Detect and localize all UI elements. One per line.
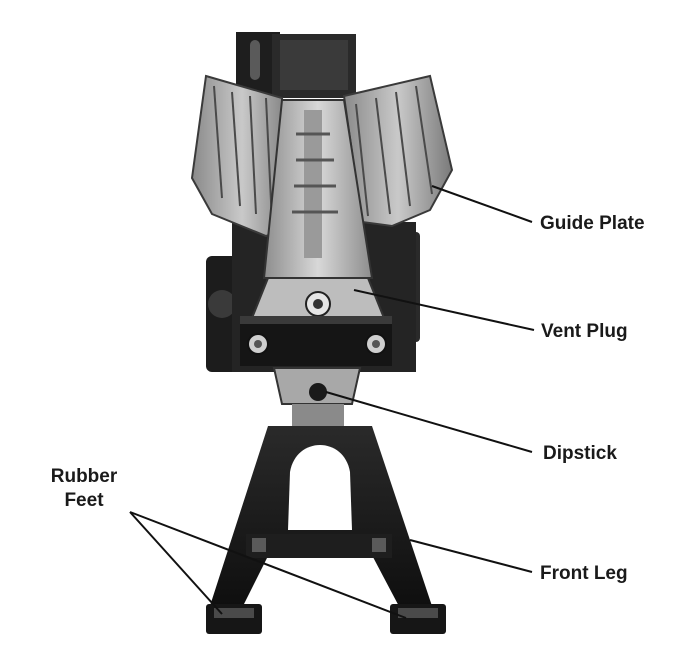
label-rubber-feet-line1: Rubber [50, 466, 118, 487]
leader-rubber-feet-right [129, 511, 407, 619]
dipstick-housing [272, 367, 362, 426]
label-dipstick: Dipstick [543, 443, 617, 464]
front-plate [240, 316, 392, 366]
leader-dipstick [325, 391, 533, 453]
label-vent-plug: Vent Plug [541, 321, 628, 342]
leader-rubber-feet-left [129, 511, 223, 615]
leader-front-leg [409, 539, 533, 573]
label-rubber-feet: Rubber Feet [44, 465, 124, 513]
label-rubber-feet-line2: Feet [64, 490, 104, 511]
leader-guide-plate [431, 185, 533, 223]
guide-plate-right [342, 74, 454, 228]
top-bracket [236, 32, 356, 102]
vent-plug-housing [250, 277, 386, 319]
center-beam [262, 99, 374, 279]
label-guide-plate: Guide Plate [540, 213, 645, 234]
label-front-leg: Front Leg [540, 563, 628, 584]
front-leg [208, 426, 434, 612]
rubber-feet [206, 604, 446, 634]
guide-plate-left [190, 74, 294, 238]
leader-lines [129, 185, 535, 619]
leader-vent-plug [353, 289, 535, 331]
